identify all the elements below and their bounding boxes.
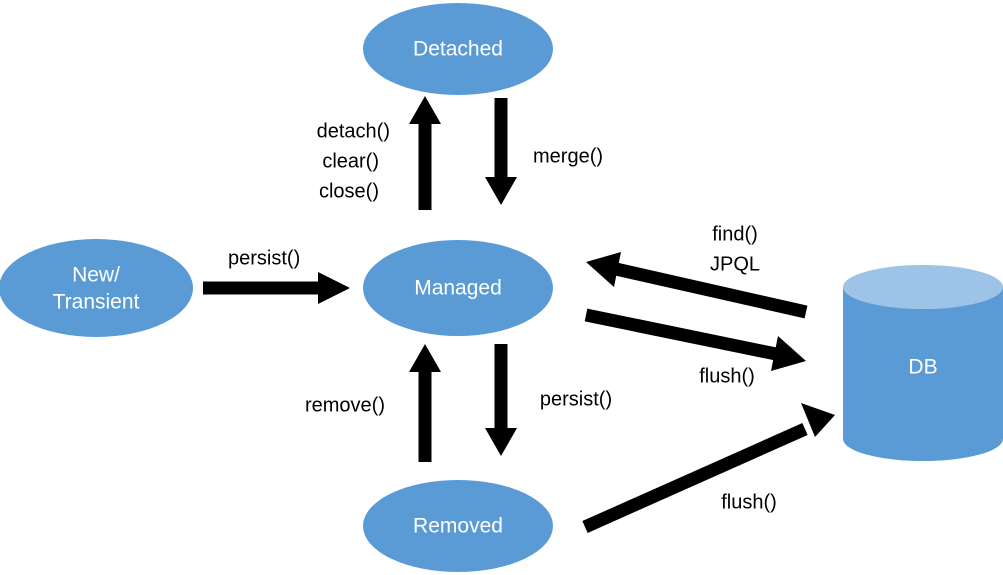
flush-managed-arrow-head: [771, 336, 806, 371]
edge-label-detach: detach(): [317, 120, 390, 142]
edge-label-persist-down: persist(): [540, 388, 612, 410]
edge-label-persist-new: persist(): [228, 247, 300, 269]
node-detached[interactable]: Detached: [363, 3, 553, 95]
edge-label-remove: remove(): [305, 394, 385, 416]
detached-label: Detached: [413, 38, 503, 61]
edge-detach-clear-close: detach() clear() close(): [317, 96, 441, 210]
flush-managed-arrow-shaft: [584, 308, 778, 361]
edge-label-close: close(): [319, 180, 379, 202]
managed-label: Managed: [414, 277, 502, 300]
persist-new-arrow-head: [318, 272, 350, 304]
new-transient-label-line2: Transient: [53, 291, 140, 314]
find-jpql-arrow-shaft: [614, 262, 808, 319]
new-transient-ellipse-shape: [0, 239, 193, 337]
node-managed[interactable]: Managed: [363, 240, 553, 336]
node-removed[interactable]: Removed: [363, 480, 553, 572]
edge-label-flush-managed: flush(): [699, 365, 755, 387]
remove-arrow-head: [409, 344, 441, 372]
detached-ellipse-shape: [363, 3, 553, 95]
persist-down-arrow-head: [485, 428, 517, 456]
node-new-transient[interactable]: New/ Transient: [0, 239, 193, 337]
edge-label-clear: clear(): [322, 150, 379, 172]
edge-merge: merge(): [485, 98, 603, 205]
find-jpql-arrow-head: [586, 252, 621, 287]
removed-ellipse-shape: [363, 480, 553, 572]
flush-removed-arrow-shaft: [582, 423, 808, 533]
edge-find-jpql: find() JPQL: [586, 223, 808, 319]
edge-flush-managed-to-db: flush(): [584, 308, 806, 387]
removed-label: Removed: [413, 515, 503, 538]
edge-label-flush-removed: flush(): [721, 491, 777, 513]
node-db[interactable]: DB: [843, 265, 1003, 461]
merge-arrow-head: [485, 177, 517, 205]
flush-removed-arrow-head: [801, 403, 835, 437]
edge-flush-removed-to-db: flush(): [582, 403, 835, 533]
edge-label-find: find(): [712, 223, 758, 245]
edge-persist-new-to-managed: persist(): [203, 247, 350, 304]
db-label: DB: [908, 356, 937, 379]
detach-arrow-head: [409, 96, 441, 124]
db-cylinder-body-shape: [843, 287, 1003, 461]
edge-remove: remove(): [305, 344, 441, 462]
edge-label-merge: merge(): [533, 145, 603, 167]
edge-label-jpql: JPQL: [710, 253, 760, 275]
db-cylinder-top-shape: [843, 265, 1003, 309]
edge-persist-managed-to-removed: persist(): [485, 344, 612, 456]
new-transient-label-line1: New/: [72, 264, 120, 287]
managed-ellipse-shape: [363, 240, 553, 336]
